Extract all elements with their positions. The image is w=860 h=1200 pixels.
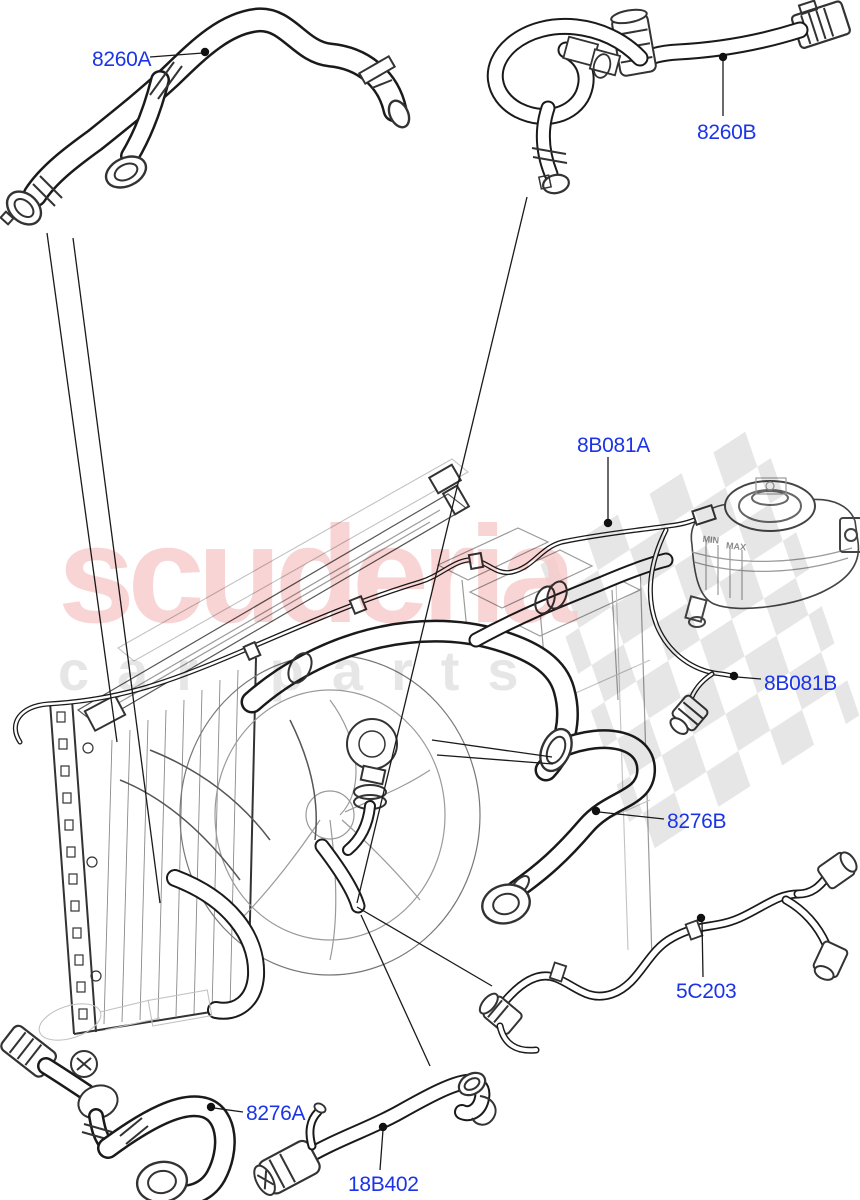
label-leaders	[149, 47, 762, 1171]
part-label-8B081B[interactable]: 8B081B	[764, 672, 837, 695]
part-label-8276B[interactable]: 8276B	[667, 810, 727, 833]
watermark-tagline: car parts	[58, 639, 547, 702]
hose-8260a-drawing	[0, 7, 411, 226]
part-label-8276A[interactable]: 8276A	[246, 1102, 306, 1125]
hose-8276a-drawing	[0, 1024, 236, 1200]
hose-8260b-drawing	[486, 0, 851, 195]
part-label-8260B[interactable]: 8260B	[697, 121, 757, 144]
checkered-flag-watermark	[540, 423, 860, 857]
pointer-lines	[46, 196, 554, 1067]
part-label-5C203[interactable]: 5C203	[676, 980, 737, 1003]
part-label-18B402[interactable]: 18B402	[348, 1173, 419, 1196]
hose-5c203-drawing	[478, 851, 858, 1054]
watermark-brand: scuderia	[58, 498, 578, 652]
part-label-8B081A[interactable]: 8B081A	[577, 434, 651, 457]
hose-18b402-drawing	[253, 1071, 497, 1196]
part-labels: 8260A 8260B 8B081A 8B081B 8276B 5C203 82…	[92, 48, 837, 1196]
watermark-layer: scuderia car parts	[58, 423, 860, 857]
part-label-8260A[interactable]: 8260A	[92, 48, 152, 71]
